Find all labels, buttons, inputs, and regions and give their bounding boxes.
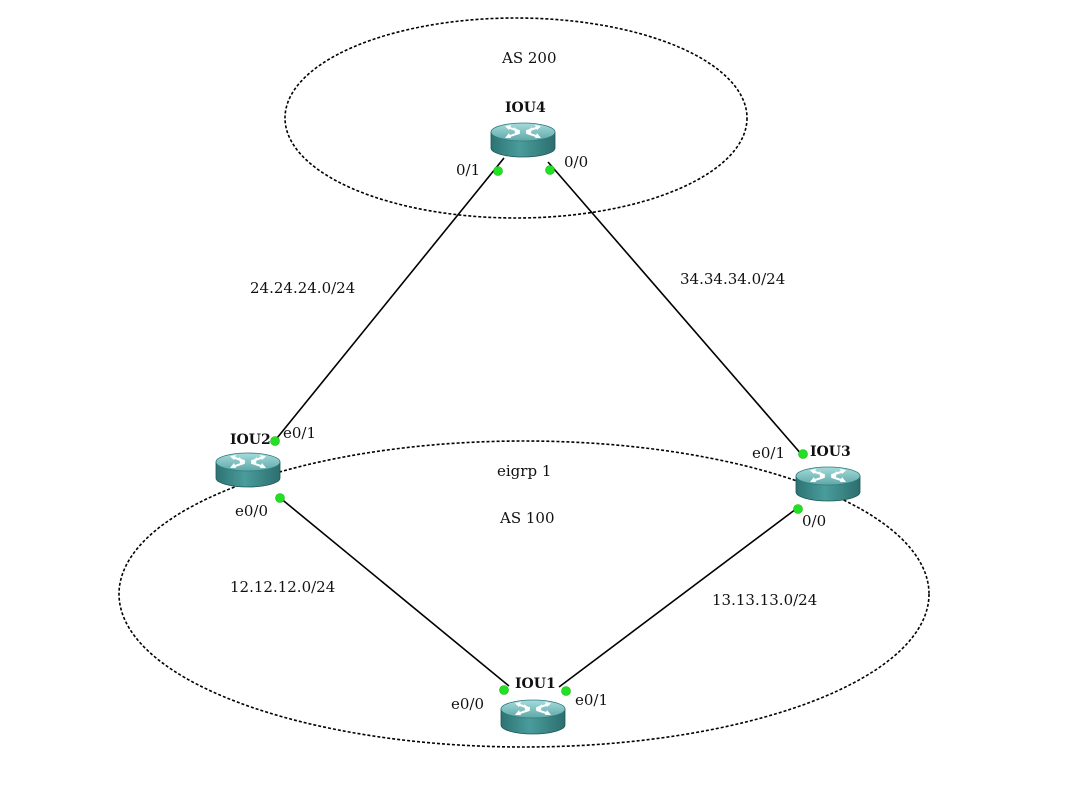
router-iou3-label: IOU3 [810,444,851,460]
port-label-iou2-e0-1: e0/1 [283,424,316,442]
port-dot-iou3-e0-1[interactable] [798,449,808,459]
port-label-iou3-0-0: 0/0 [802,512,826,530]
as100-label: AS 100 [499,509,555,527]
router-iou1[interactable]: IOU1 [500,676,566,735]
router-icon [215,452,281,488]
port-label-iou3-e0-1: e0/1 [752,444,785,462]
port-dot-iou3-0-0[interactable] [793,504,803,514]
eigrp-label: eigrp 1 [497,462,551,480]
router-icon [795,466,861,502]
port-label-iou1-e0-1: e0/1 [575,691,608,709]
eigrp-as100-zone [118,440,930,748]
router-iou1-label: IOU1 [515,676,556,692]
subnet-label-iou2-iou4: 24.24.24.0/24 [250,279,355,297]
router-iou2[interactable]: IOU2 [215,432,281,488]
port-dot-iou1-e0-0[interactable] [499,685,509,695]
router-icon [490,122,556,158]
port-label-iou4-0-1: 0/1 [456,161,480,179]
router-iou4[interactable]: IOU4 [490,100,556,158]
subnet-label-iou3-iou4: 34.34.34.0/24 [680,270,785,288]
link-iou1-iou3[interactable] [558,508,797,688]
router-iou2-label: IOU2 [230,432,271,448]
link-iou1-iou2[interactable] [278,496,510,687]
port-dot-iou1-e0-1[interactable] [561,686,571,696]
as200-zone [284,17,748,219]
router-icon [500,699,566,735]
router-iou4-label: IOU4 [505,100,546,116]
port-label-iou2-e0-0: e0/0 [235,502,268,520]
port-dot-iou2-e0-0[interactable] [275,493,285,503]
port-dot-iou2-e0-1[interactable] [270,436,280,446]
subnet-label-iou1-iou2: 12.12.12.0/24 [230,578,335,596]
subnet-label-iou1-iou3: 13.13.13.0/24 [712,591,817,609]
link-iou2-iou4[interactable] [272,157,505,444]
port-label-iou1-e0-0: e0/0 [451,695,484,713]
port-label-iou4-0-0: 0/0 [564,153,588,171]
link-iou3-iou4[interactable] [547,161,803,456]
router-iou3[interactable]: IOU3 [795,444,861,502]
port-dot-iou4-0-0[interactable] [545,165,555,175]
as200-label: AS 200 [501,49,557,67]
port-dot-iou4-0-1[interactable] [493,166,503,176]
